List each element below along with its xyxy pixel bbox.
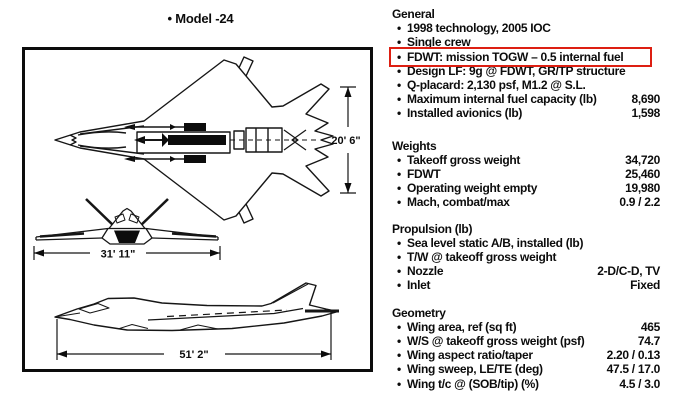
bullet-icon: • (397, 362, 401, 377)
spec-label: Single crew (407, 35, 471, 50)
bullet-icon: • (397, 264, 401, 279)
bullet-icon: • (397, 167, 401, 182)
spec-section: Geometry•Wing area, ref (sq ft)465•W/S @… (392, 306, 660, 391)
front-view: 31' 11" (33, 198, 221, 261)
spec-row: • Nozzle 2-D/C-D, TV (392, 264, 660, 278)
upper-missile (124, 123, 206, 131)
spec-value: 1,598 (631, 106, 660, 121)
spec-label: Operating weight empty (407, 181, 538, 196)
figure-title: • Model -24 (167, 11, 234, 26)
spec-label: T/W @ takeoff gross weight (407, 250, 557, 265)
bullet-icon: • (397, 35, 401, 50)
spec-value: 465 (640, 319, 660, 334)
side-view: 51' 2" (54, 282, 339, 361)
spec-row: • T/W @ takeoff gross weight (392, 250, 660, 264)
spec-row: • Installed avionics (lb) 1,598 (392, 106, 660, 120)
spec-label: Nozzle (407, 264, 444, 279)
length-dimension-label: 51' 2" (179, 349, 208, 361)
spec-row-highlighted: • FDWT: mission TOGW – 0.5 internal fuel (389, 46, 652, 67)
spec-value: 34,720 (625, 152, 660, 167)
spec-label: Mach, combat/max (407, 195, 510, 210)
bullet-icon: • (397, 49, 401, 64)
bullet-icon: • (397, 334, 401, 349)
spec-row: • 1998 technology, 2005 IOC (392, 21, 660, 35)
spec-value: 8,690 (631, 92, 660, 107)
spec-row: • Mach, combat/max 0.9 / 2.2 (392, 195, 660, 209)
spec-value: Fixed (630, 278, 660, 293)
spec-label: Q-placard: 2,130 psf, M1.2 @ S.L. (407, 78, 586, 93)
spec-label: Wing sweep, LE/TE (deg) (407, 362, 543, 377)
lower-missile (124, 155, 206, 163)
center-missile (134, 133, 226, 147)
bullet-icon: • (397, 181, 401, 196)
spec-label: Design LF: 9g @ FDWT, GR/TP structure (407, 63, 626, 78)
spec-row: • Wing t/c @ (SOB/tip) (%) 4.5 / 3.0 (392, 377, 660, 391)
spec-label: W/S @ takeoff gross weight (psf) (407, 334, 585, 349)
spec-label: Maximum internal fuel capacity (lb) (407, 92, 597, 107)
bullet-icon: • (397, 195, 401, 210)
bullet-icon: • (397, 92, 401, 107)
spec-label: Inlet (407, 278, 431, 293)
bullet-icon: • (397, 78, 401, 93)
spec-value: 2-D/C-D, TV (597, 264, 660, 279)
spec-label: Takeoff gross weight (407, 152, 521, 167)
three-view-drawing: 20' 6" (22, 47, 373, 372)
spec-value: 4.5 / 3.0 (619, 376, 660, 391)
bullet-icon: • (397, 278, 401, 293)
wing-span-dimension-label: 31' 11" (101, 249, 136, 261)
bullet-icon: • (397, 250, 401, 265)
bullet-icon: • (397, 63, 401, 78)
spec-row: • Operating weight empty 19,980 (392, 181, 660, 195)
tail-span-dimension (340, 86, 356, 194)
bullet-icon: • (397, 319, 401, 334)
spec-label: Wing area, ref (sq ft) (407, 319, 517, 334)
spec-row: • Wing sweep, LE/TE (deg) 47.5 / 17.0 (392, 362, 660, 376)
spec-label: Installed avionics (lb) (407, 106, 523, 121)
top-view: 20' 6" (54, 56, 361, 224)
bullet-icon: • (397, 235, 401, 250)
spec-value: 25,460 (625, 167, 660, 182)
spec-label: Wing t/c @ (SOB/tip) (%) (407, 376, 539, 391)
spec-value: 0.9 / 2.2 (619, 195, 660, 210)
spec-section: Propulsion (lb)•Sea level static A/B, in… (392, 222, 660, 293)
spec-row: • Inlet Fixed (392, 278, 660, 292)
spec-label: Wing aspect ratio/taper (407, 348, 533, 363)
spec-label: 1998 technology, 2005 IOC (407, 21, 551, 36)
bullet-icon: • (397, 21, 401, 36)
spec-row: • Wing area, ref (sq ft) 465 (392, 320, 660, 334)
tail-span-dimension-label: 20' 6" (331, 135, 360, 147)
spec-row: • Takeoff gross weight 34,720 (392, 153, 660, 167)
spec-row: • Q-placard: 2,130 psf, M1.2 @ S.L. (392, 78, 660, 92)
bullet-icon: • (397, 152, 401, 167)
bullet-icon: • (397, 348, 401, 363)
section-title: Geometry (392, 305, 446, 320)
length-dimension (56, 312, 332, 360)
spec-row: • Single crew (392, 35, 660, 49)
specs-column: General•1998 technology, 2005 IOC•Single… (389, 7, 660, 404)
bullet-icon: • (397, 106, 401, 121)
spec-row: • Maximum internal fuel capacity (lb) 8,69… (392, 92, 660, 106)
spec-label: FDWT (407, 167, 441, 182)
spec-row: • Wing aspect ratio/taper 2.20 / 0.13 (392, 348, 660, 362)
spec-label: Sea level static A/B, installed (lb) (407, 235, 584, 250)
spec-value: 74.7 (637, 334, 660, 349)
spec-row: • Sea level static A/B, installed (lb) (392, 236, 660, 250)
spec-value: 19,980 (625, 181, 660, 196)
section-title: Propulsion (lb) (392, 221, 473, 236)
spec-label: FDWT: mission TOGW – 0.5 internal fuel (407, 49, 624, 64)
spec-value: 47.5 / 17.0 (606, 362, 661, 377)
spec-row: • Design LF: 9g @ FDWT, GR/TP structure (392, 64, 660, 78)
wing-span-dimension (33, 246, 221, 260)
spec-row: • FDWT 25,460 (392, 167, 660, 181)
aircraft-three-view-svg: 20' 6" (22, 47, 373, 372)
spec-row: • W/S @ takeoff gross weight (psf) 74.7 (392, 334, 660, 348)
section-title: General (392, 7, 435, 21)
bullet-icon: • (397, 376, 401, 391)
spec-section: General•1998 technology, 2005 IOC•Single… (389, 7, 660, 121)
spec-value: 2.20 / 0.13 (606, 348, 661, 363)
section-title: Weights (392, 138, 437, 153)
